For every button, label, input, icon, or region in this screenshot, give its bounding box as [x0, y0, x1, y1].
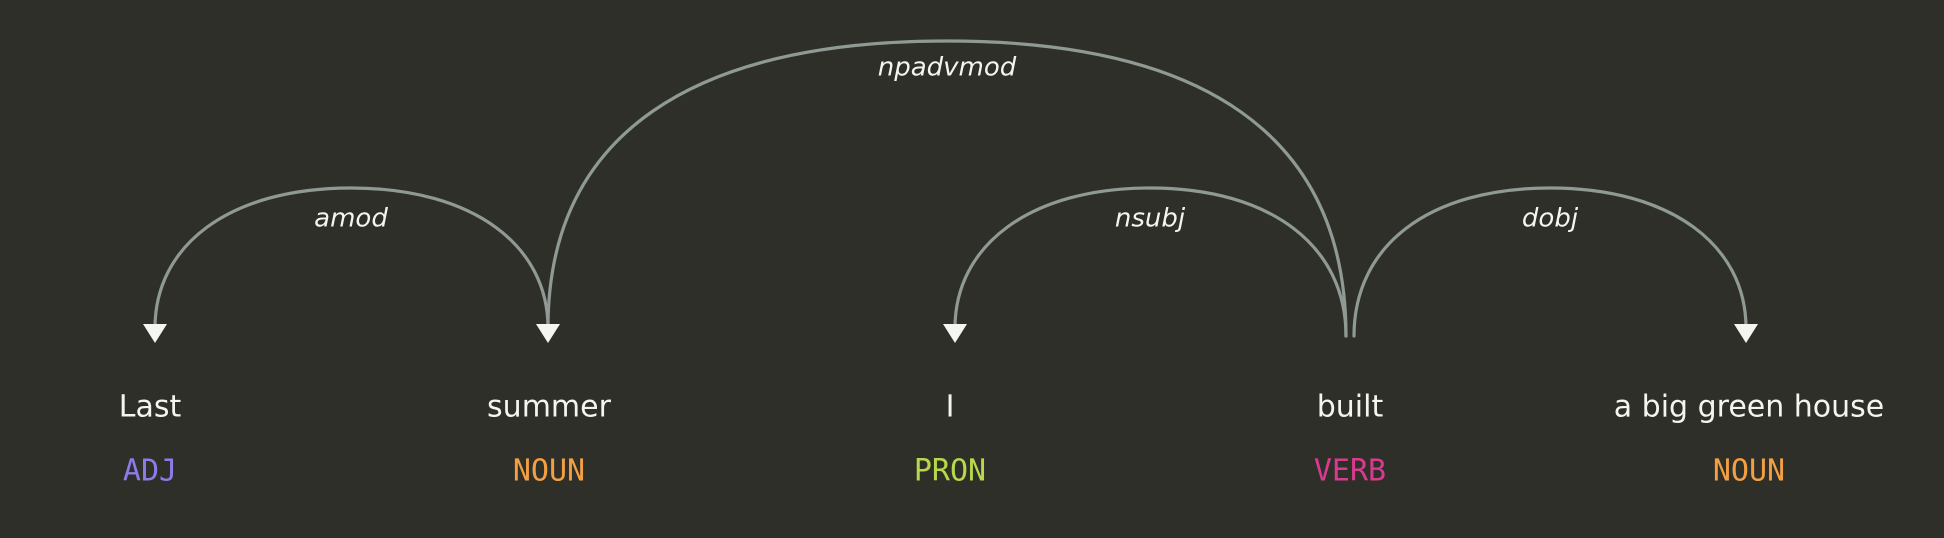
token-word-house-phrase: a big green house	[1614, 390, 1885, 425]
arc-label-npadvmod: npadvmod	[878, 53, 1017, 83]
token-tag-noun-summer: NOUN	[513, 454, 585, 489]
arc-label-nsubj: nsubj	[1115, 204, 1186, 234]
arc-nsubj	[953, 186, 1348, 338]
token-tag-adj: ADJ	[123, 454, 177, 489]
token-word-built: built	[1317, 390, 1384, 425]
arc-npadvmod-arrowhead	[536, 324, 560, 343]
dependency-arcs: amod npadvmod nsubj dobj	[143, 39, 1758, 343]
token-word-last: Last	[119, 390, 182, 425]
arc-dobj-arrowhead	[1734, 324, 1758, 343]
token-word-i: I	[946, 390, 955, 425]
arc-amod-arrowhead	[143, 324, 167, 343]
arc-label-amod: amod	[314, 204, 388, 234]
token-pos-tags: ADJ NOUN PRON VERB NOUN	[123, 454, 1785, 489]
arc-amod	[153, 186, 550, 330]
token-tag-noun-house: NOUN	[1713, 454, 1785, 489]
arc-dobj	[1352, 186, 1748, 338]
token-tag-pron: PRON	[914, 454, 986, 489]
token-word-summer: summer	[487, 390, 612, 425]
token-tag-verb: VERB	[1314, 454, 1386, 489]
arc-npadvmod	[546, 39, 1348, 338]
arc-label-dobj: dobj	[1522, 204, 1579, 234]
token-words: Last summer I built a big green house	[119, 390, 1885, 425]
arc-nsubj-arrowhead	[943, 324, 967, 343]
